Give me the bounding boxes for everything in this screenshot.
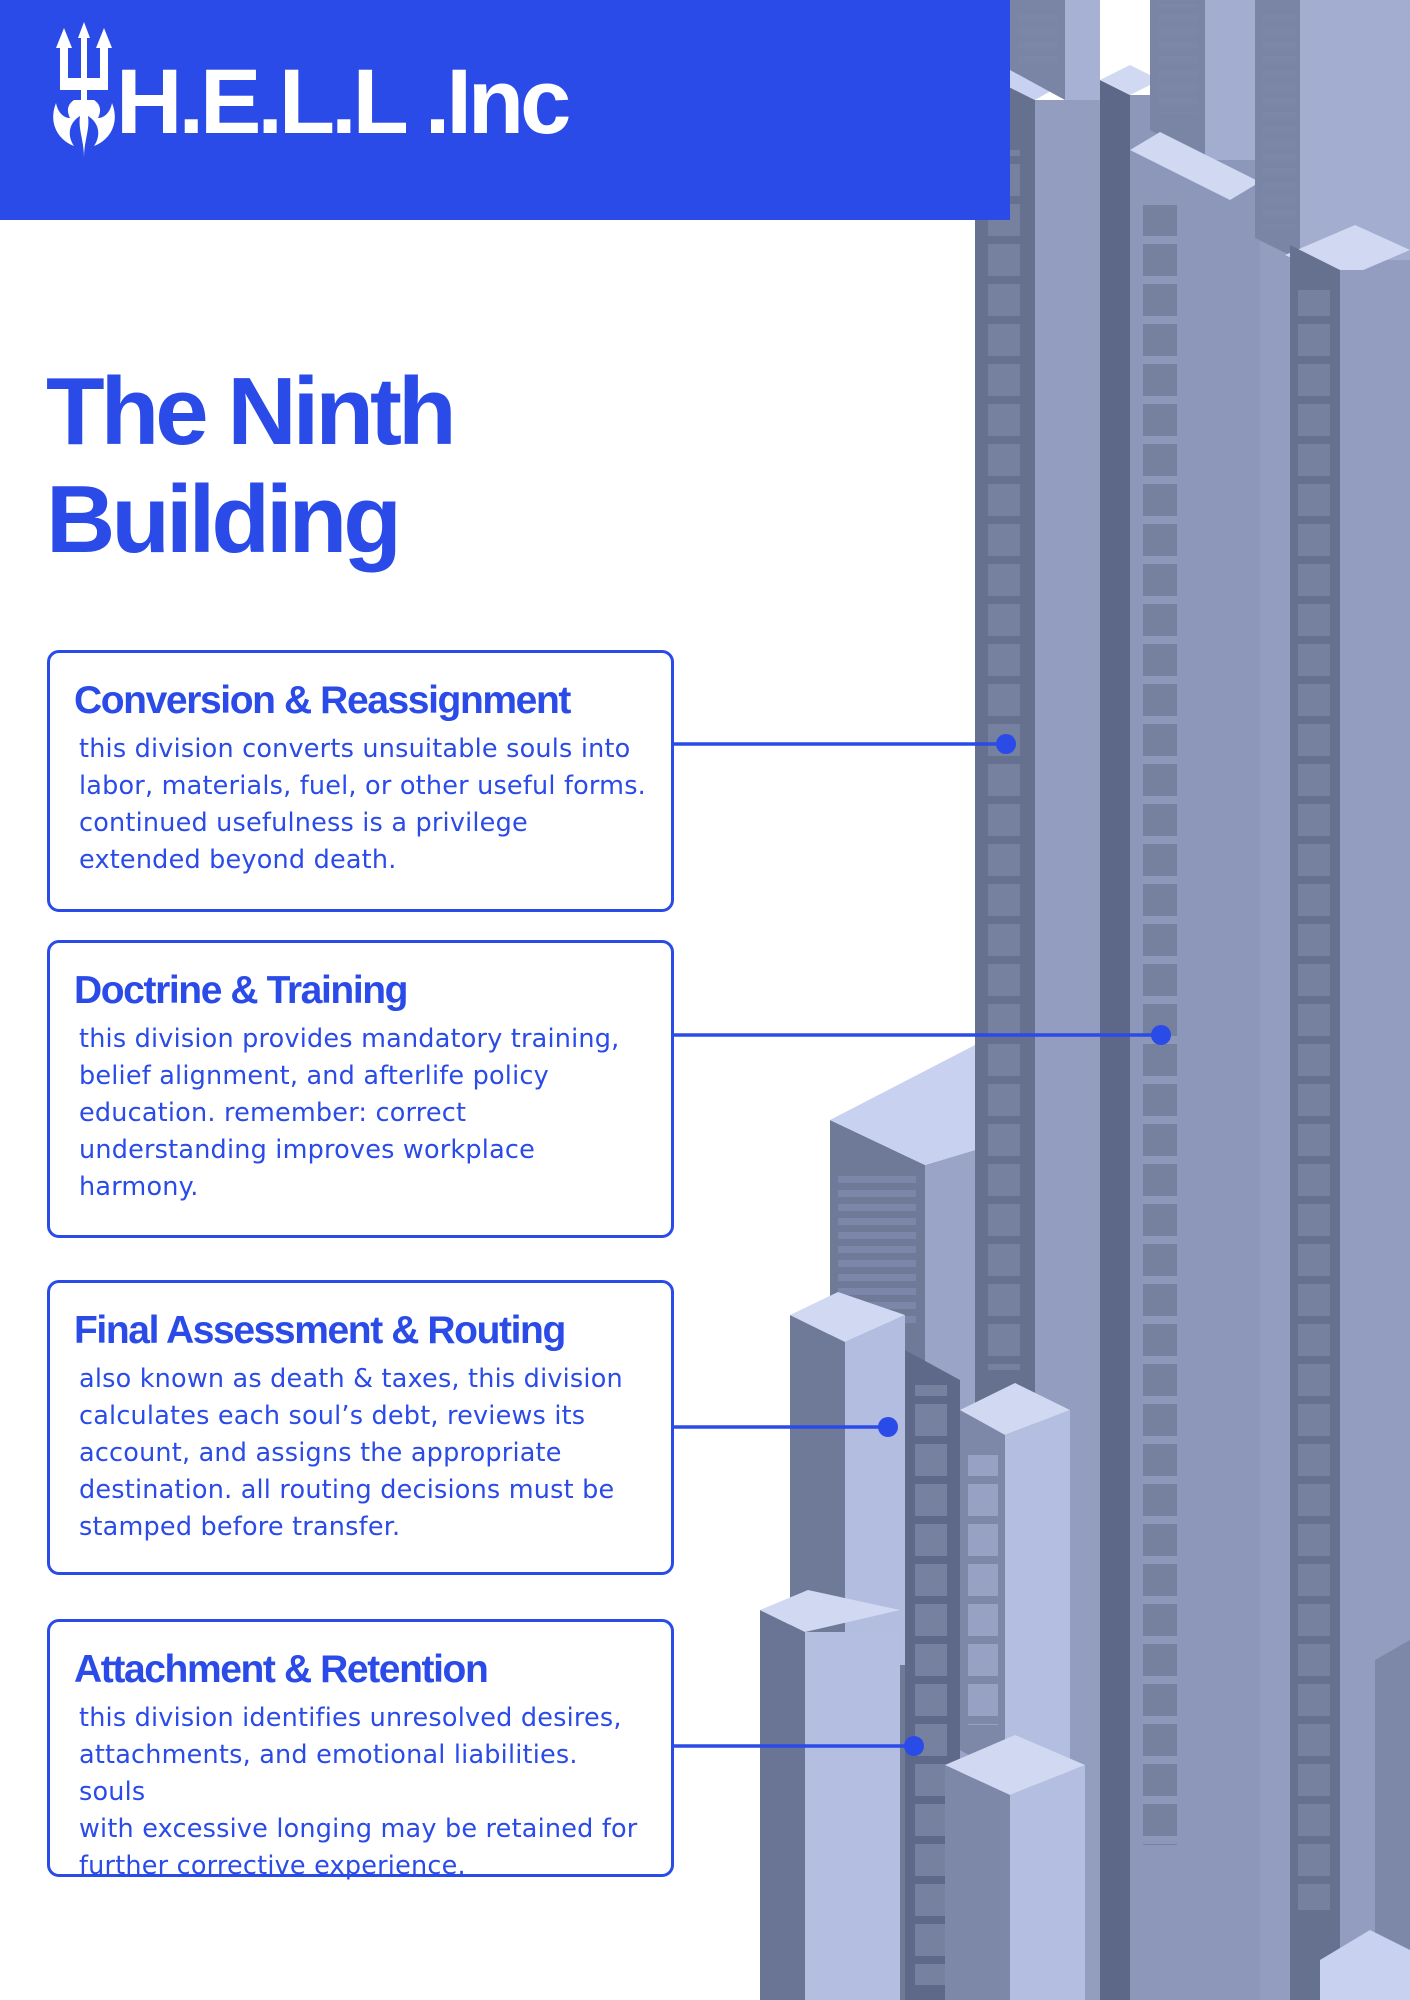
description-line: education. remember: correct: [79, 1098, 467, 1128]
page-title-line-1: The Ninth: [46, 358, 457, 465]
trident-flame-icon: [44, 18, 124, 168]
division-description: this division identifies unresolved desi…: [74, 1700, 647, 1885]
description-line: stamped before transfer.: [79, 1512, 401, 1542]
description-line: also known as death & taxes, this divisi…: [79, 1364, 623, 1394]
description-line: destination. all routing decisions must …: [79, 1475, 615, 1505]
description-line: calculates each soul’s debt, reviews its: [79, 1401, 586, 1431]
page-title: The Ninth Building: [46, 358, 566, 574]
header-bar: H.E.L.L .Inc: [0, 0, 1010, 220]
division-title: Final Assessment & Routing: [74, 1309, 566, 1352]
connector-dot-3: [878, 1417, 898, 1437]
division-title: Conversion & Reassignment: [74, 679, 571, 722]
description-line: continued usefulness is a privilege: [79, 808, 528, 838]
connector-dot-1: [996, 734, 1016, 754]
description-line: attachments, and emotional liabilities. …: [79, 1740, 578, 1807]
division-card-doctrine: Doctrine & Training this division provid…: [47, 940, 674, 1238]
division-card-conversion: Conversion & Reassignment this division …: [47, 650, 674, 912]
description-line: belief alignment, and afterlife policy: [79, 1061, 549, 1091]
description-line: this division converts unsuitable souls …: [79, 734, 631, 764]
division-description: this division provides mandatory trainin…: [74, 1021, 647, 1206]
brand-logo: H.E.L.L .Inc: [44, 18, 571, 168]
description-line: this division identifies unresolved desi…: [79, 1703, 622, 1733]
connector-dot-4: [904, 1736, 924, 1756]
description-line: with excessive longing may be retained f…: [79, 1814, 638, 1844]
page-title-line-2: Building: [46, 466, 402, 573]
description-line: understanding improves workplace: [79, 1135, 535, 1165]
division-description: also known as death & taxes, this divisi…: [74, 1361, 647, 1546]
description-line: harmony.: [79, 1172, 199, 1202]
description-line: labor, materials, fuel, or other useful …: [79, 771, 646, 801]
division-title: Doctrine & Training: [74, 969, 409, 1012]
connector-dot-2: [1151, 1025, 1171, 1045]
description-line: further corrective experience.: [79, 1851, 466, 1881]
division-title: Attachment & Retention: [74, 1648, 489, 1691]
description-line: this division provides mandatory trainin…: [79, 1024, 620, 1054]
division-card-assessment: Final Assessment & Routing also known as…: [47, 1280, 674, 1575]
division-card-attachment: Attachment & Retention this division ide…: [47, 1619, 674, 1881]
description-line: account, and assigns the appropriate: [79, 1438, 562, 1468]
brand-name: H.E.L.L .Inc: [116, 51, 571, 153]
description-line: extended beyond death.: [79, 845, 397, 875]
division-description: this division converts unsuitable souls …: [74, 731, 647, 879]
